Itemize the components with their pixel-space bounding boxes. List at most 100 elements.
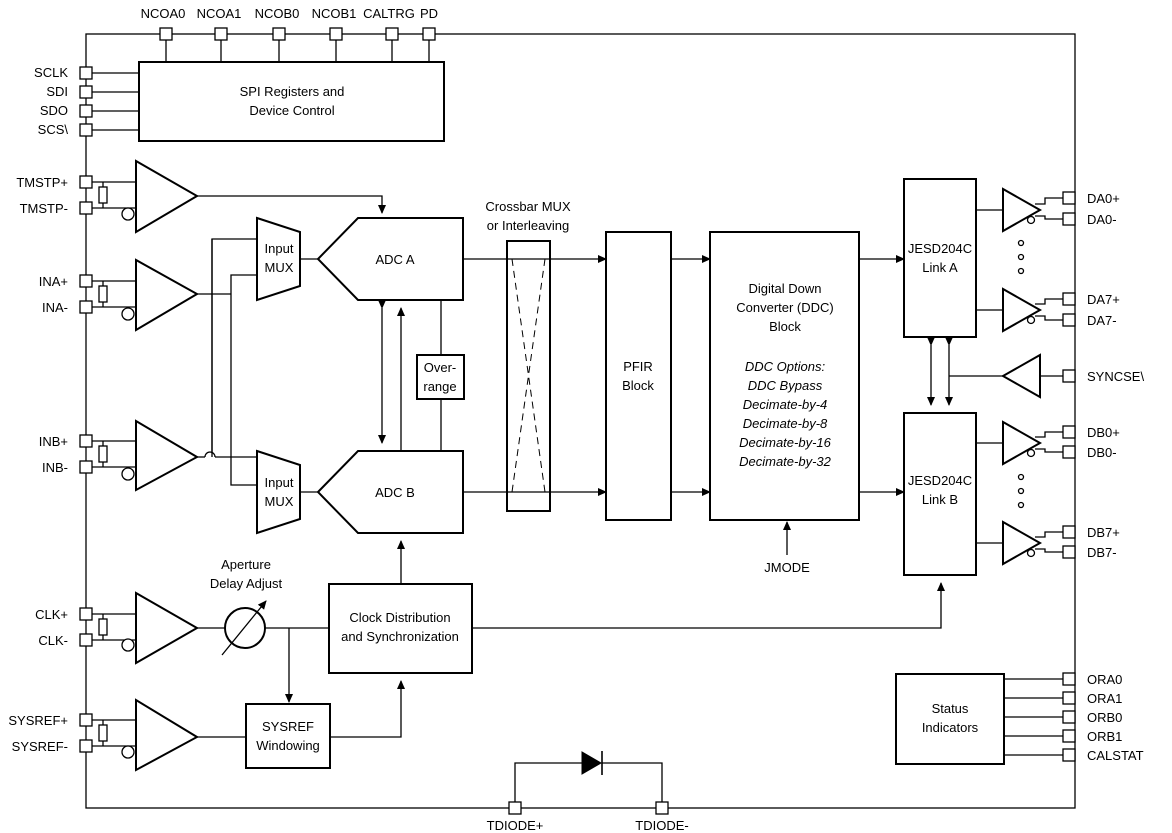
pin-clk-minus [79, 633, 93, 647]
pin-label-ncoa1: NCOA1 [197, 6, 242, 21]
pin-ina-plus [79, 274, 93, 288]
pin-label-ncob0: NCOB0 [255, 6, 300, 21]
pin-ncoa0 [159, 27, 173, 41]
pin-label-db7-minus: DB7- [1087, 545, 1117, 560]
pin-label-ina-plus: INA+ [39, 274, 68, 289]
pin-syncse [1062, 369, 1076, 383]
pin-label-da7-minus: DA7- [1087, 313, 1117, 328]
pin-tdiode-minus [655, 801, 669, 815]
pin-label-sdi: SDI [46, 84, 68, 99]
crossbar-mux: Crossbar MUX or Interleaving [485, 199, 571, 512]
db0-driver [1002, 420, 1043, 466]
pin-da7-minus [1062, 313, 1076, 327]
ddc-line1: Digital Down [749, 281, 822, 296]
pin-label-db0-plus: DB0+ [1087, 425, 1120, 440]
pin-sysref-minus [79, 739, 93, 753]
ddc-option-1: DDC Bypass [748, 378, 823, 393]
syncse-input: SYNCSE\ [949, 353, 1144, 399]
jmode-label: JMODE [764, 560, 810, 575]
pfir-line1: PFIR [623, 359, 653, 374]
pin-inb-minus [79, 460, 93, 474]
pin-ina-minus [79, 300, 93, 314]
ddc-block: Digital Down Converter (DDC) Block DDC O… [709, 231, 860, 521]
diode-symbol [581, 751, 602, 775]
pin-label-ncoa0: NCOA0 [141, 6, 186, 21]
pin-ora1 [1062, 691, 1076, 705]
jesd-link-a: JESD204C Link A [903, 178, 977, 338]
inb-buffer [135, 419, 200, 492]
crossbar-line2: or Interleaving [487, 218, 569, 233]
pin-label-da0-plus: DA0+ [1087, 191, 1120, 206]
status-indicators: Status Indicators ORA0 ORA1 ORB0 ORB1 CA… [895, 672, 1144, 765]
aperture-delay-symbol [224, 607, 266, 649]
pin-sdo [79, 104, 93, 118]
ddc-option-3: Decimate-by-8 [743, 416, 828, 431]
adc-b-label: ADC B [375, 485, 415, 500]
pin-label-ora0: ORA0 [1087, 672, 1122, 687]
status-line1: Status [932, 701, 969, 716]
input-routing [197, 238, 257, 486]
aperture-line2: Delay Adjust [210, 576, 283, 591]
chip-boundary [85, 33, 1076, 809]
aperture-line1: Aperture [221, 557, 271, 572]
pin-label-ncob1: NCOB1 [312, 6, 357, 21]
clock-distribution: Clock Distribution and Synchronization [328, 583, 473, 674]
pin-db7-plus [1062, 525, 1076, 539]
spi-block-line1: SPI Registers and [240, 84, 345, 99]
pin-label-ora1: ORA1 [1087, 691, 1122, 706]
sysref-input: SYSREF+ SYSREF- [8, 698, 200, 772]
sysref-win-line1: SYSREF [262, 719, 314, 734]
pin-da7-plus [1062, 292, 1076, 306]
pin-label-tmstp-plus: TMSTP+ [16, 175, 68, 190]
pin-label-syncse: SYNCSE\ [1087, 369, 1144, 384]
pin-label-scs: SCS\ [38, 122, 69, 137]
pin-calstat [1062, 748, 1076, 762]
pin-db0-plus [1062, 425, 1076, 439]
input-mux-a-line1: Input [265, 241, 294, 256]
pin-clk-plus [79, 607, 93, 621]
pin-orb1 [1062, 729, 1076, 743]
clk-input: CLK+ CLK- [35, 591, 200, 665]
spi-registers-block [138, 61, 445, 142]
pin-label-inb-plus: INB+ [39, 434, 68, 449]
sysref-win-line2: Windowing [256, 738, 320, 753]
ddc-option-2: Decimate-by-4 [743, 397, 828, 412]
syncse-buffer [1000, 353, 1041, 399]
pin-label-sclk: SCLK [34, 65, 68, 80]
pfir-block: PFIR Block [605, 231, 672, 521]
ddc-line3: Block [769, 319, 801, 334]
pin-label-tdiode-minus: TDIODE- [635, 818, 688, 833]
pin-label-tmstp-minus: TMSTP- [20, 201, 68, 216]
pin-scs [79, 123, 93, 137]
top-pins: NCOA0 NCOA1 NCOB0 NCOB1 CALTRG PD [141, 6, 438, 62]
db-outputs: DB0+ DB0- DB7+ DB7- [976, 420, 1120, 566]
pin-da0-minus [1062, 212, 1076, 226]
pin-ncob0 [272, 27, 286, 41]
jesd-a-line2: Link A [922, 260, 958, 275]
pin-orb0 [1062, 710, 1076, 724]
pin-ncoa1 [214, 27, 228, 41]
pin-label-sdo: SDO [40, 103, 68, 118]
ddc-option-0: DDC Options: [745, 359, 826, 374]
jesd-b-line1: JESD204C [908, 473, 972, 488]
input-mux-a: Input MUX [256, 216, 301, 302]
pin-label-orb1: ORB1 [1087, 729, 1122, 744]
pfir-line2: Block [622, 378, 654, 393]
input-mux-b-line2: MUX [265, 494, 294, 509]
da0-driver [1002, 187, 1043, 233]
pin-pd [422, 27, 436, 41]
pin-label-orb0: ORB0 [1087, 710, 1122, 725]
pin-label-pd: PD [420, 6, 438, 21]
pin-db0-minus [1062, 445, 1076, 459]
aperture-delay: Aperture Delay Adjust [197, 557, 329, 703]
tmstp-input: TMSTP+ TMSTP- [16, 159, 386, 234]
pin-ora0 [1062, 672, 1076, 686]
pin-tmstp-minus [79, 201, 93, 215]
pin-label-tdiode-plus: TDIODE+ [487, 818, 544, 833]
pin-label-sysref-minus: SYSREF- [12, 739, 68, 754]
pin-sdi [79, 85, 93, 99]
db7-driver [1002, 520, 1043, 566]
sysref-windowing: SYSREF Windowing [245, 703, 331, 769]
pin-tmstp-plus [79, 175, 93, 189]
jesd-a-line1: JESD204C [908, 241, 972, 256]
